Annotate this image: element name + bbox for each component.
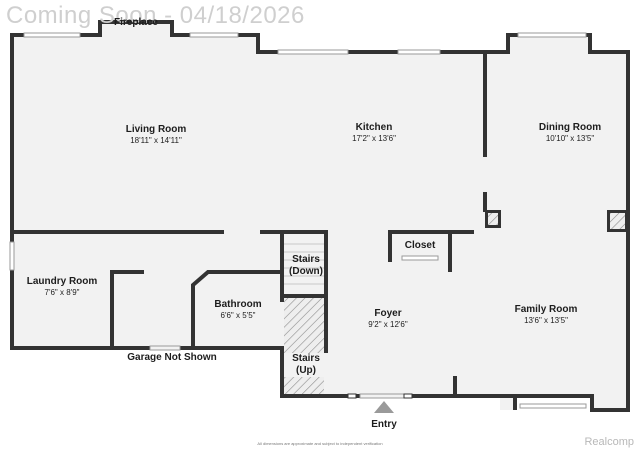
room-laundry: Laundry Room 7'6" x 8'9" (12, 276, 112, 298)
entry-door-left-jamb (347, 393, 357, 399)
room-foyer: Foyer 9'2" x 12'6" (348, 308, 428, 330)
room-name: Family Room (514, 304, 578, 315)
room-name: Dining Room (538, 122, 602, 133)
room-dims: 17'2" x 13'6" (352, 134, 396, 143)
stairs-up-line2: (Up) (284, 365, 328, 377)
room-family: Family Room 13'6" x 13'5" (486, 304, 606, 326)
room-dims: 18'11" x 14'11" (130, 136, 182, 145)
room-living: Living Room 18'11" x 14'11" (96, 124, 216, 146)
stairs-down-line2: (Down) (289, 266, 323, 277)
room-kitchen: Kitchen 17'2" x 13'6" (314, 122, 434, 144)
stairs-up-hatch (284, 298, 324, 394)
room-dims: 13'6" x 13'5" (524, 316, 568, 325)
watermark: Coming Soon - 04/18/2026 (6, 2, 305, 29)
stairs-down-line1: Stairs (292, 254, 320, 265)
entry-arrow-icon (374, 401, 394, 413)
room-name: Living Room (125, 124, 187, 135)
room-dims: 9'2" x 12'6" (368, 320, 408, 329)
stairs-up-line1: Stairs (284, 353, 328, 365)
room-dims: 7'6" x 8'9" (44, 288, 80, 297)
room-dims: 10'10" x 13'5" (545, 134, 595, 143)
column-left-inner (488, 213, 498, 225)
windows (9, 32, 587, 409)
room-name: Laundry Room (26, 276, 98, 287)
garage-label: Garage Not Shown (127, 352, 217, 363)
room-dims: 6'6" x 5'5" (220, 311, 256, 320)
entry-label: Entry (371, 419, 397, 430)
fireplace-label: Fireplace (114, 17, 158, 28)
room-bathroom: Bathroom 6'6" x 5'5" (194, 299, 282, 321)
stairs-down-label: Stairs (Down) (284, 254, 328, 278)
stairs-down-treads (284, 243, 326, 285)
disclaimer: All dimensions are approximate and subje… (257, 441, 383, 446)
entry-door-right-jamb (403, 393, 413, 399)
brand-logo: Realcomp (584, 436, 634, 448)
room-dining: Dining Room 10'10" x 13'5" (510, 122, 630, 144)
column-right-inner (610, 213, 625, 229)
stairs-up-label: Stairs (Up) (284, 353, 328, 377)
room-name: Bathroom (214, 299, 262, 310)
room-name: Kitchen (355, 122, 393, 133)
closet-label: Closet (404, 240, 436, 251)
floor-area (12, 22, 628, 410)
room-name: Foyer (374, 308, 402, 319)
